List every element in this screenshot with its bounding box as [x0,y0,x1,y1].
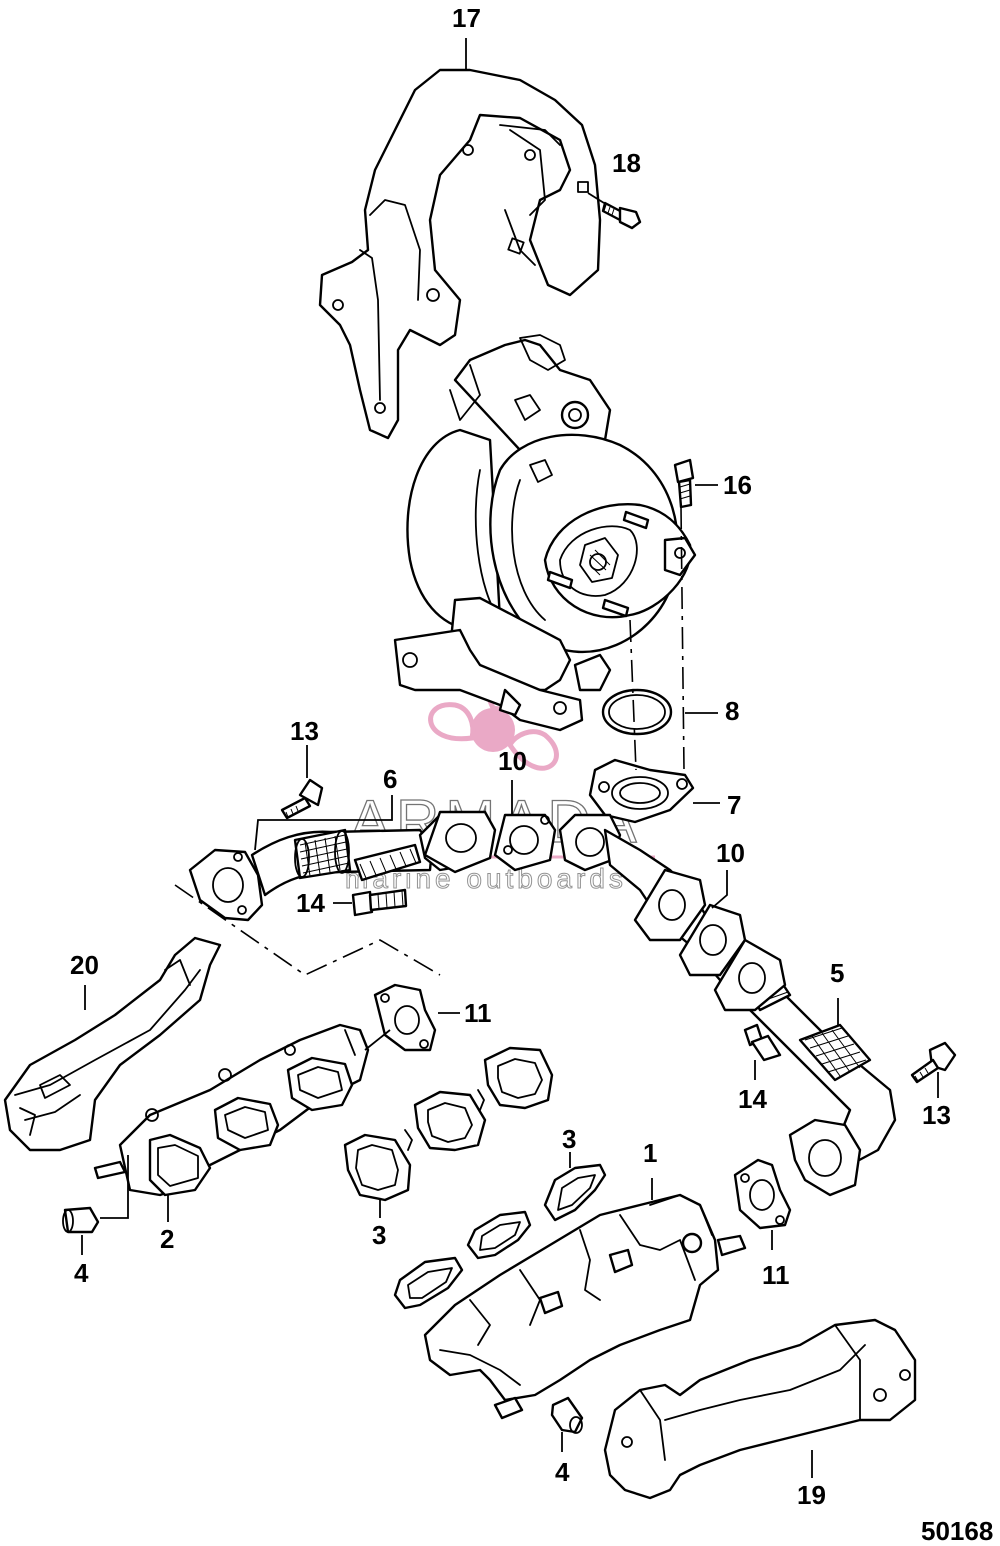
callout-4-left: 4 [74,1258,89,1288]
part-2-exhaust-manifold [93,1023,370,1222]
part-14-bolt-upper [333,888,408,917]
part-8-gasket-ring [601,688,718,736]
part-16-bolt [673,458,718,509]
part-10-gasket-a [423,810,497,874]
leader-line [254,795,393,851]
part-6-crossover-pipe [188,813,487,922]
callout-3-upper: 3 [562,1124,576,1154]
callout-11-lower: 11 [762,1260,790,1290]
callout-19: 19 [797,1480,826,1510]
part-14-bolt-lower [743,1023,782,1080]
diagram-id: 50168 [921,1516,993,1546]
callout-1: 1 [643,1138,657,1168]
callout-labels: 17 18 16 8 13 6 10 7 10 14 20 5 11 14 13… [70,3,993,1546]
callout-6: 6 [383,764,397,794]
callout-7: 7 [727,790,741,820]
callout-5: 5 [830,958,844,988]
part-18-bolt [587,192,642,230]
part-11-gasket-upper [373,983,460,1052]
leader-line [364,1029,391,1051]
callout-13-lower: 13 [922,1100,951,1130]
part-4-sensor-left [62,1206,100,1255]
part-19-heat-shield [603,1318,917,1500]
pipe-flange-mid [713,938,787,1012]
callout-16: 16 [723,470,752,500]
part-3-gasket-mid [404,1090,487,1152]
alignment-line [680,506,685,771]
part-13-bolt-lower [910,1041,957,1098]
part-13-bolt-upper [280,745,324,820]
callout-20: 20 [70,950,99,980]
alignment-line [629,619,637,771]
part-10-gasket-c [633,868,707,942]
part-3-gasket-right [477,1046,554,1111]
part-11-gasket-lower [733,1158,792,1250]
callout-4-right: 4 [555,1457,570,1487]
callout-8: 8 [725,696,739,726]
part-17-heat-shield [318,68,602,440]
part-10-gasket-b [493,813,557,872]
leader-line [711,870,728,909]
part-3-gasket-left [343,1133,412,1218]
callout-10-upper: 10 [498,746,527,776]
callout-3-lower: 3 [372,1220,386,1250]
part-7-flange [588,758,720,824]
callout-18: 18 [612,148,641,178]
callout-10-right: 10 [716,838,745,868]
turbocharger [393,334,697,732]
callout-17: 17 [452,3,481,33]
callout-13-upper: 13 [290,716,319,746]
callout-14-upper: 14 [296,888,325,918]
part-1-exhaust-manifold [423,1178,747,1420]
callout-2: 2 [160,1224,174,1254]
part-3-gaskets-upper [393,1152,607,1310]
callout-11-upper: 11 [464,998,492,1028]
callout-14-lower: 14 [738,1084,767,1114]
part-20-heat-shield [3,936,222,1152]
part-4-sensor-right [550,1396,584,1452]
